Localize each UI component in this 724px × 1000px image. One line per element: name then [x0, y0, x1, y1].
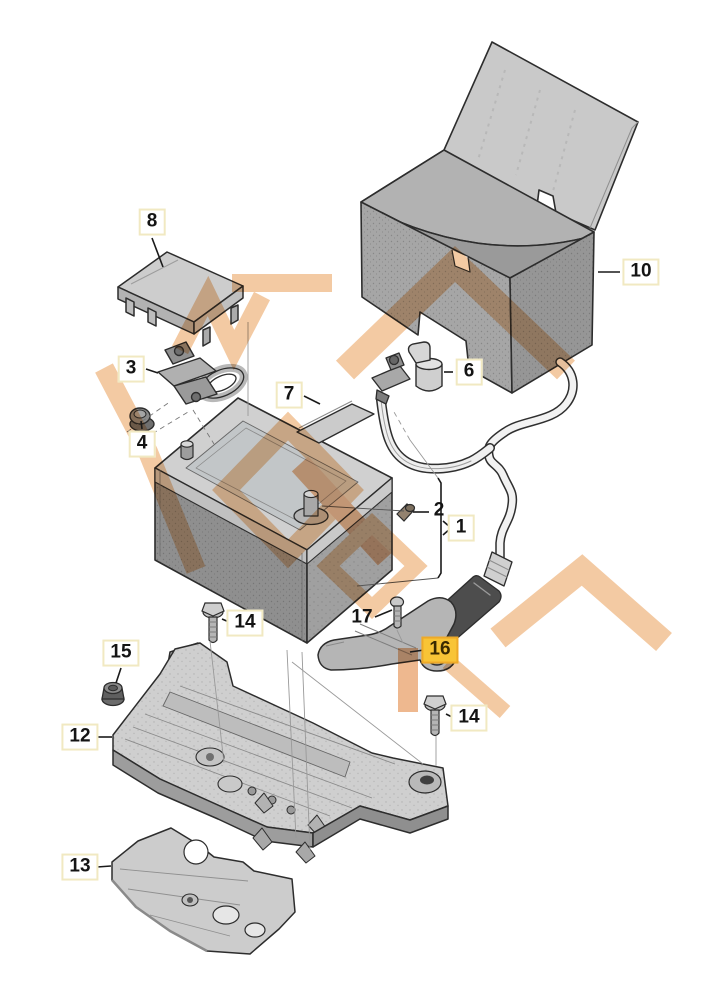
- callout-3[interactable]: 3: [117, 355, 145, 383]
- callout-7[interactable]: 7: [275, 381, 303, 409]
- callout-17[interactable]: 17: [351, 606, 373, 628]
- pin-bolt-part: [396, 503, 416, 522]
- callout-8[interactable]: 8: [138, 208, 166, 236]
- terminal-cap-part: [407, 341, 443, 392]
- callout-12[interactable]: 12: [61, 723, 99, 751]
- tray-nut-part: [101, 681, 125, 707]
- battery-box-part: [360, 41, 639, 394]
- callout-6[interactable]: 6: [455, 358, 483, 386]
- callout-14-left[interactable]: 14: [226, 609, 264, 637]
- callout-16-selected[interactable]: 16: [421, 636, 459, 664]
- callout-1[interactable]: 1: [447, 514, 475, 542]
- callout-15[interactable]: 15: [102, 639, 140, 667]
- bolt-right-part: [423, 695, 447, 737]
- callout-4[interactable]: 4: [128, 430, 156, 458]
- callout-10[interactable]: 10: [622, 258, 660, 286]
- stud-bolt-part: [389, 596, 405, 629]
- battery-tray-part: [112, 642, 449, 864]
- support-bracket-part: [111, 827, 296, 955]
- callout-14-right[interactable]: 14: [450, 704, 488, 732]
- bolt-left-part: [201, 602, 225, 644]
- callout-2[interactable]: 2: [433, 499, 445, 521]
- callout-13[interactable]: 13: [61, 853, 99, 881]
